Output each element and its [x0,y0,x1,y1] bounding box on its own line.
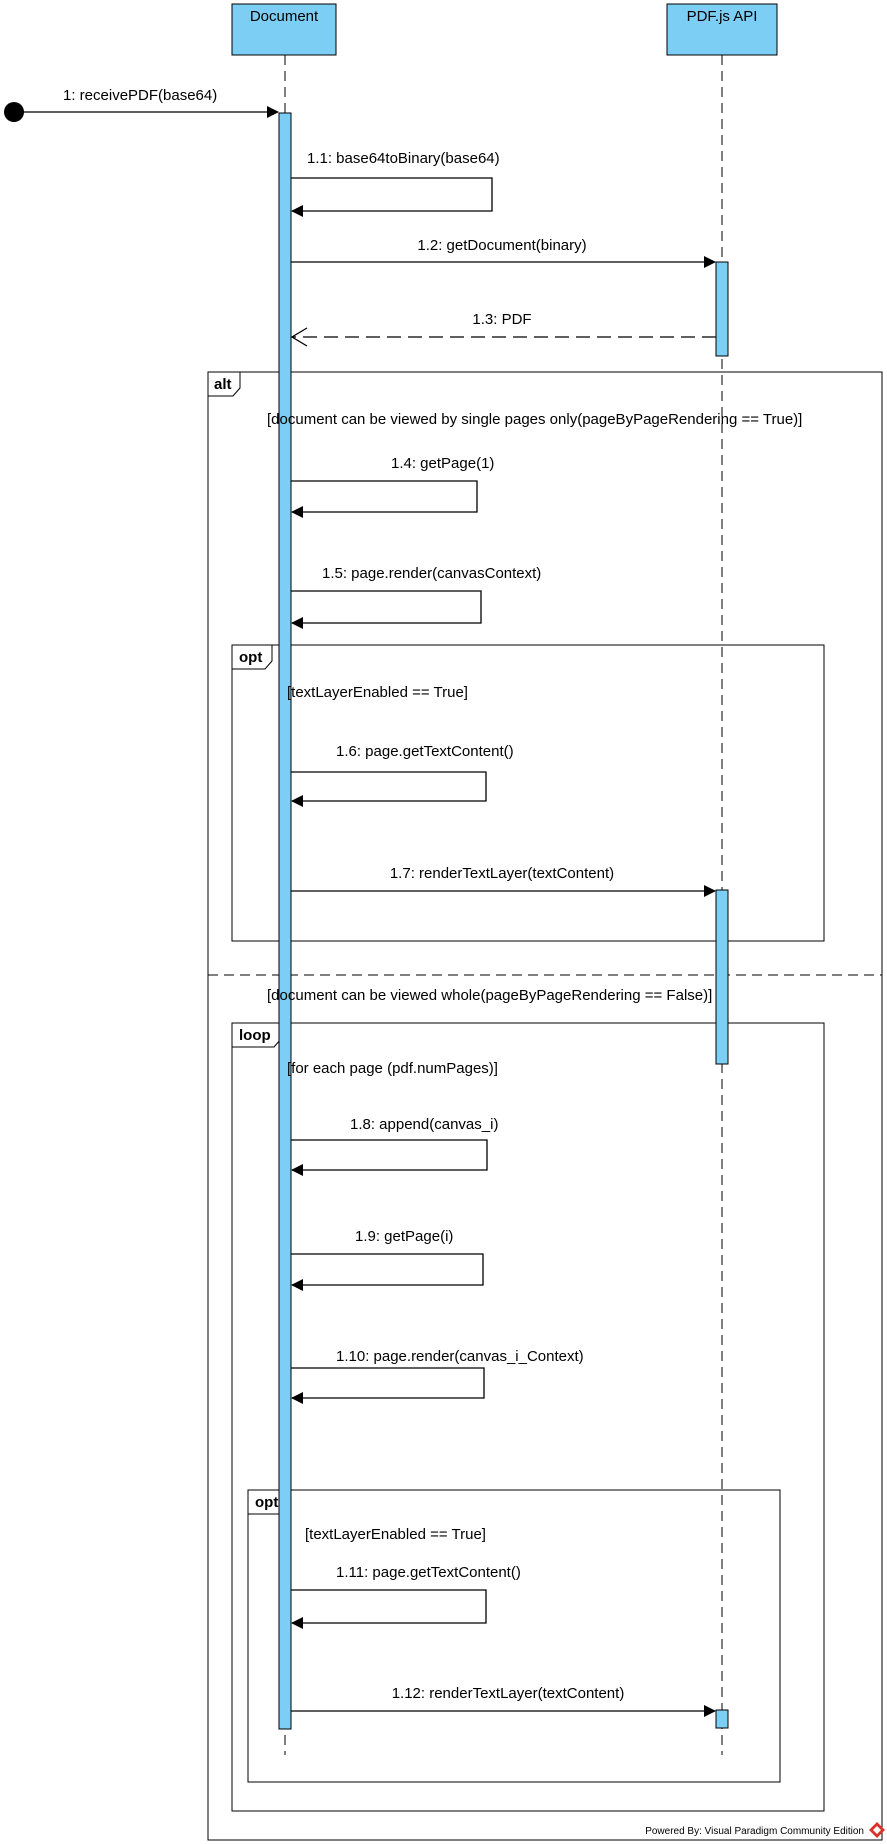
message-1-11-arrow [291,1589,487,1629]
fragment-opt-1: opt [231,644,825,942]
message-1-10-label: 1.10: page.render(canvas_i_Context) [336,1348,584,1365]
message-1-5[interactable]: 1.5: page.render(canvasContext) [291,565,541,629]
message-1-label: 1: receivePDF(base64) [63,87,217,104]
fragment-alt-frame [207,371,883,1841]
message-1-11[interactable]: 1.11: page.getTextContent() [291,1564,521,1629]
message-1-1[interactable]: 1.1: base64toBinary(base64) [291,150,500,217]
alt-guard-1: [document can be viewed by single pages … [267,411,802,428]
fragment-alt-tab [207,371,241,397]
message-1-8-label: 1.8: append(canvas_i) [350,1116,498,1133]
opt-2-guard: [textLayerEnabled == True] [305,1526,486,1543]
message-1-8[interactable]: 1.8: append(canvas_i) [291,1116,498,1176]
message-1-2-label: 1.2: getDocument(binary) [417,237,586,254]
message-1-2[interactable]: 1.2: getDocument(binary) [291,237,716,268]
visual-paradigm-logo-icon [869,1822,885,1838]
fragment-alt-operator: alt [214,376,232,393]
activation-pdfjs-1[interactable] [715,261,729,357]
fragment-loop-operator: loop [239,1027,271,1044]
message-1-6[interactable]: 1.6: page.getTextContent() [291,743,514,807]
message-1-9[interactable]: 1.9: getPage(i) [291,1228,484,1291]
message-1-4-arrow [291,480,478,518]
opt-1-guard: [textLayerEnabled == True] [287,684,468,701]
message-1-8-arrow [291,1139,488,1176]
message-1-5-label: 1.5: page.render(canvasContext) [322,565,541,582]
message-1-5-arrow [291,590,482,629]
message-1-10-arrow [291,1367,485,1404]
message-1-10[interactable]: 1.10: page.render(canvas_i_Context) [291,1348,584,1404]
fragment-opt-2-frame [247,1489,781,1783]
message-1-4-label: 1.4: getPage(1) [391,455,494,472]
fragment-loop: loop [231,1022,825,1812]
fragment-alt: alt [207,371,883,1841]
message-1-9-label: 1.9: getPage(i) [355,1228,453,1245]
message-1-3-arrowhead [290,327,308,347]
message-1-9-arrow [291,1253,484,1291]
message-1[interactable]: 1: receivePDF(base64) [4,87,279,122]
watermark-text: Powered By: Visual Paradigm Community Ed… [645,1826,864,1837]
message-1-3-label: 1.3: PDF [472,311,531,328]
message-1-12[interactable]: 1.12: renderTextLayer(textContent) [291,1685,716,1717]
message-1-7-label: 1.7: renderTextLayer(textContent) [390,865,614,882]
lifeline-pdfjs-box[interactable] [666,3,778,56]
loop-guard: [for each page (pdf.numPages)] [287,1060,498,1077]
fragment-opt-1-operator: opt [239,649,262,666]
activation-pdfjs-2[interactable] [715,889,729,1065]
message-1-6-arrow [291,771,487,807]
lifeline-document-label: Document [250,8,319,25]
fragment-opt-1-tab [231,644,273,670]
fragment-opt-1-frame [231,644,825,942]
message-1-7[interactable]: 1.7: renderTextLayer(textContent) [291,865,716,897]
fragment-opt-2: opt [247,1489,781,1783]
activation-pdfjs-3[interactable] [715,1709,729,1729]
activation-document[interactable] [278,112,292,1730]
message-1-12-label: 1.12: renderTextLayer(textContent) [392,1685,625,1702]
alt-guard-2: [document can be viewed whole(pageByPage… [267,987,712,1004]
fragment-loop-tab [231,1022,282,1048]
message-1-11-label: 1.11: page.getTextContent() [336,1564,521,1581]
message-1-6-label: 1.6: page.getTextContent() [336,743,514,760]
watermark: Powered By: Visual Paradigm Community Ed… [645,1822,885,1838]
message-1-4[interactable]: 1.4: getPage(1) [291,455,494,518]
lifeline-document-box[interactable] [231,3,337,56]
lifeline-pdfjs-label: PDF.js API [687,8,758,25]
message-1-1-arrow [291,177,493,217]
fragment-opt-2-operator: opt [255,1494,278,1511]
fragment-loop-frame [231,1022,825,1812]
message-1-3[interactable]: 1.3: PDF [290,311,716,347]
message-1-1-label: 1.1: base64toBinary(base64) [307,150,500,167]
